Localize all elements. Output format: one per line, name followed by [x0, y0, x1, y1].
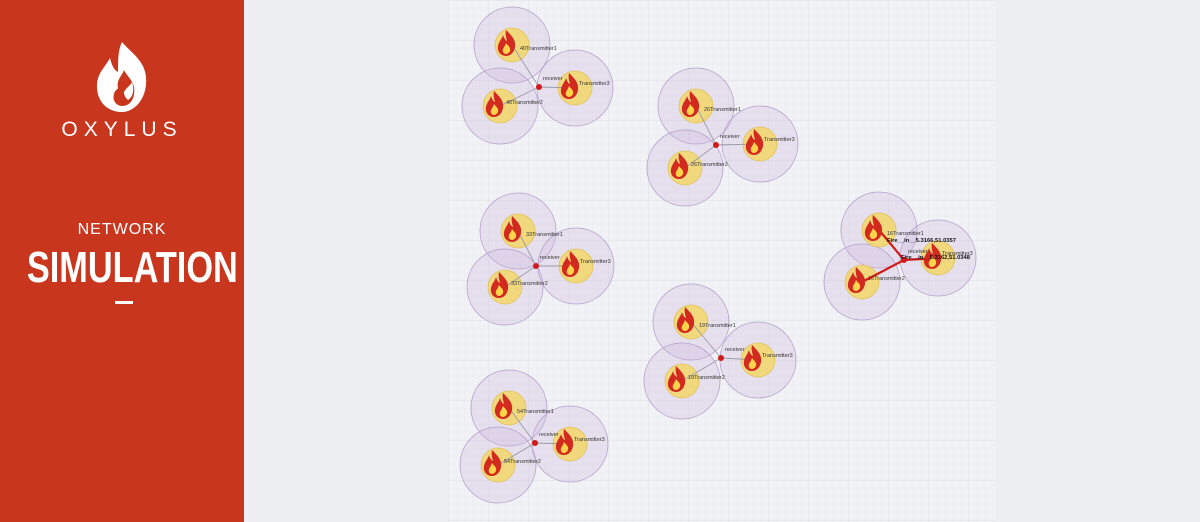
- transmitter2-label: 16Transmitter2: [868, 276, 905, 282]
- brand-name: OXYLUS: [61, 118, 183, 141]
- link-line: [511, 44, 540, 88]
- fire-alert-label: Fire__in__5.3162,51.0348: [901, 255, 971, 261]
- receiver-node[interactable]: [718, 355, 724, 361]
- transmitter3-label: Transmitter3: [762, 353, 793, 359]
- receiver-label: receiver: [908, 249, 928, 255]
- fire-alert-label: Fire__in__5.3166,51.0357: [887, 238, 956, 244]
- transmitter2-label: 26Transmitter2: [691, 162, 728, 168]
- transmitter3-label: Transmitter3: [580, 259, 611, 265]
- link-line: [681, 357, 722, 382]
- link-line: [690, 321, 722, 359]
- link-line: [499, 86, 540, 107]
- cluster-16[interactable]: 16Transmitter1 16Transmitter2 Transmitter3…: [823, 191, 977, 321]
- transmitter1-label: 33Transmitter1: [526, 232, 563, 238]
- cluster-54[interactable]: 54Transmitter1 54Transmitter2 Transmitter3…: [459, 369, 609, 504]
- transmitter1-label: 40Transmitter1: [520, 46, 557, 52]
- receiver-label: receiver: [720, 134, 740, 140]
- transmitter1-label: 19Transmitter1: [699, 323, 736, 329]
- receiver-node[interactable]: [532, 440, 538, 446]
- transmitter2-label: 19Transmitter2: [688, 375, 725, 381]
- transmitter2-label: 40Transmitter2: [506, 100, 543, 106]
- transmitter1-label: 26Transmitter1: [704, 107, 741, 113]
- flame-logo-icon: [96, 42, 147, 112]
- receiver-node[interactable]: [533, 263, 539, 269]
- title-underline: [115, 301, 133, 304]
- link-line: [504, 265, 537, 288]
- receiver-label: receiver: [540, 255, 560, 261]
- transmitter2-label: 54Transmitter2: [504, 459, 541, 465]
- link-line: [878, 229, 905, 261]
- link-line: [695, 105, 717, 146]
- receiver-node[interactable]: [713, 142, 719, 148]
- transmitter3-label: Transmitter3: [764, 137, 795, 143]
- link-line: [684, 144, 717, 169]
- transmitter3-label: Transmitter3: [579, 81, 610, 87]
- link-line: [497, 442, 536, 466]
- link-line: [861, 259, 905, 283]
- receiver-label: receiver: [725, 347, 745, 353]
- cluster-40[interactable]: 40Transmitter1 40Transmitter2 Transmitter3…: [461, 6, 614, 145]
- transmitter1-label: 16Transmitter1: [887, 231, 924, 237]
- transmitter2-label: 33Transmitter2: [511, 281, 548, 287]
- page-title: SIMULATION: [26, 243, 238, 292]
- page-subtitle: NETWORK: [77, 221, 167, 238]
- receiver-label: receiver: [543, 76, 563, 82]
- receiver-label: receiver: [539, 432, 559, 438]
- transmitter3-label: Transmitter3: [574, 437, 605, 443]
- transmitter1-label: 54Transmitter1: [517, 409, 554, 415]
- receiver-node[interactable]: [536, 84, 542, 90]
- cluster-19[interactable]: 19Transmitter1 19Transmitter2 Transmitter3…: [643, 283, 797, 420]
- transmitter3-label: Transmitter3: [942, 251, 973, 257]
- network-simulation-canvas[interactable]: 40Transmitter140Transmitter2Transmitter3…: [448, 0, 996, 522]
- link-line: [508, 407, 536, 444]
- brand-sidebar: OXYLUS NETWORK SIMULATION: [0, 0, 244, 522]
- link-line: [517, 230, 537, 267]
- cluster-33[interactable]: 33Transmitter1 33Transmitter2 Transmitter3…: [466, 192, 615, 326]
- receiver-node[interactable]: [901, 257, 907, 263]
- cluster-26[interactable]: 26Transmitter1 26Transmitter2 Transmitter3…: [646, 67, 799, 207]
